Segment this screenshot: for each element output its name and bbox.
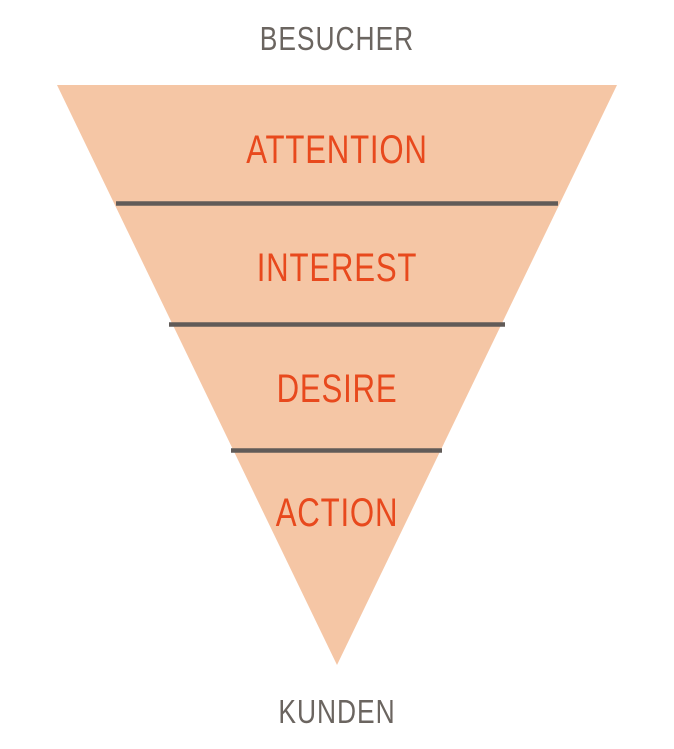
funnel-stage-label-action: ACTION	[275, 491, 399, 535]
funnel-stage-label-attention: ATTENTION	[246, 128, 428, 172]
funnel-stage-label-interest: INTEREST	[256, 246, 418, 290]
funnel-top-caption: BESUCHER	[259, 20, 415, 57]
funnel-body	[57, 85, 617, 665]
funnel-bottom-caption: KUNDEN	[278, 693, 396, 730]
funnel-stage-label-desire: DESIRE	[276, 367, 398, 411]
